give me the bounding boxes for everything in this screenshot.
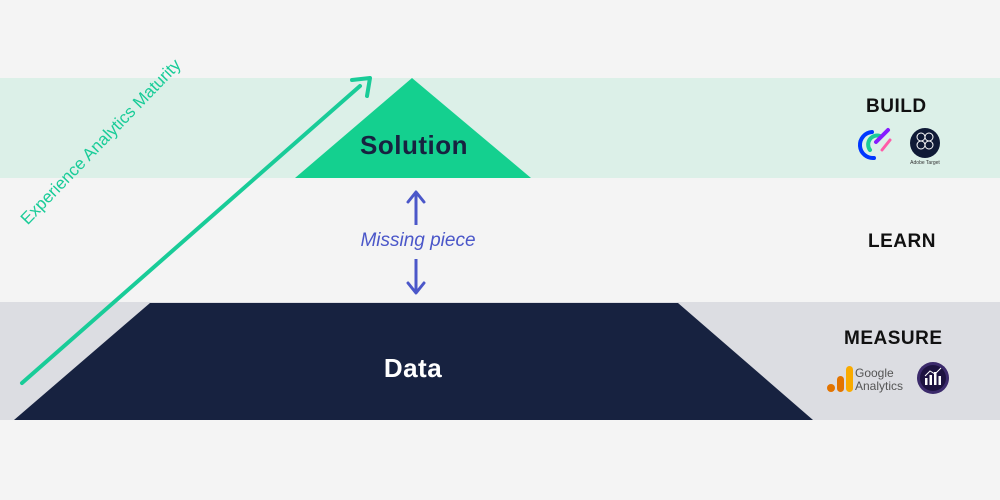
adobe-target-text: Adobe Target bbox=[910, 160, 940, 166]
google-analytics-text: Google Analytics bbox=[855, 366, 904, 393]
measure-tier-label: MEASURE bbox=[844, 328, 943, 349]
learn-tier-label: LEARN bbox=[868, 231, 936, 252]
optimizely-logo bbox=[858, 128, 892, 161]
missing-piece-label: Missing piece bbox=[360, 230, 476, 251]
down-arrow-icon bbox=[406, 259, 426, 295]
adobe-analytics-logo bbox=[917, 362, 949, 394]
data-label: Data bbox=[383, 353, 443, 383]
solution-label: Solution bbox=[360, 130, 468, 160]
solution-triangle bbox=[295, 78, 531, 178]
up-arrow-icon bbox=[406, 190, 426, 225]
maturity-arrow-head bbox=[350, 76, 372, 98]
adobe-target-logo bbox=[910, 128, 940, 158]
build-tier-label: BUILD bbox=[866, 96, 927, 117]
data-trapezoid bbox=[14, 303, 813, 420]
google-analytics-logo bbox=[827, 366, 853, 392]
maturity-arrow-line bbox=[20, 84, 362, 385]
